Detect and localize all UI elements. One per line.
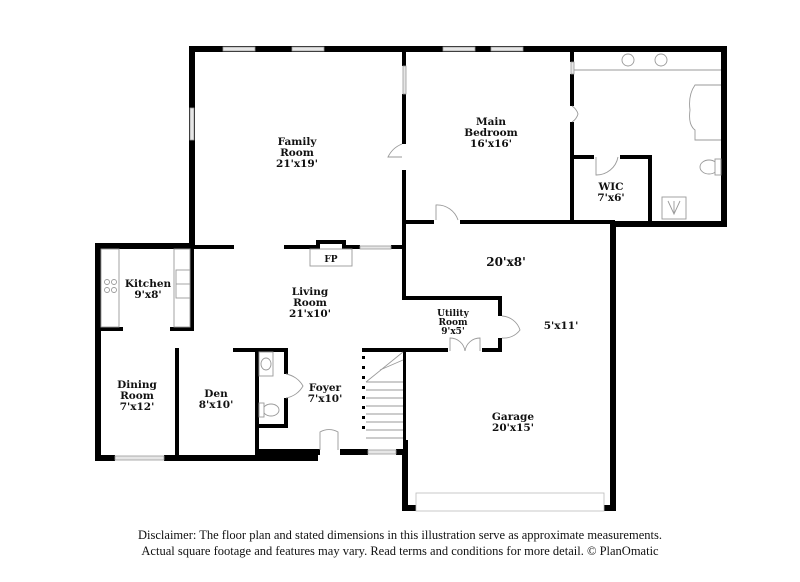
fixtures (100, 53, 722, 449)
wic-label: WIC (597, 181, 623, 193)
svg-text:Bedroom: Bedroom (464, 127, 518, 139)
sink-icon (621, 53, 635, 67)
hall-upper-dims: 20'x8' (486, 255, 526, 269)
toilet-icon (262, 403, 280, 417)
garage-dims: 20'x15' (492, 422, 534, 434)
doors (285, 105, 619, 450)
fireplace-hearth (309, 248, 353, 267)
svg-text:Room: Room (438, 318, 467, 328)
living-room-label: Living (292, 286, 329, 298)
family-room-dims: 21'x19' (276, 158, 318, 170)
utility-room-dims: 9'x5' (441, 327, 464, 337)
garage-label: Garage (492, 411, 534, 423)
wic-dims: 7'x6' (597, 192, 624, 204)
foyer-label: Foyer (309, 382, 342, 394)
kitchen-label: Kitchen (125, 278, 172, 290)
den-dims: 8'x10' (199, 399, 234, 411)
stove-icon (104, 279, 117, 293)
svg-text:Room: Room (120, 390, 154, 402)
kitchen-counter-left (100, 248, 120, 328)
svg-text:Room: Room (280, 147, 314, 159)
utility-room-label: Utility (437, 309, 469, 319)
windows (114, 46, 605, 512)
bathtub-icon (689, 84, 721, 141)
main-bedroom-dims: 16'x16' (470, 138, 512, 150)
family-room-label: Family (278, 136, 318, 148)
staircase (362, 351, 404, 449)
disclaimer-line-1: Disclaimer: The floor plan and stated di… (138, 528, 662, 542)
hall-side-dims: 5'x11' (544, 320, 579, 332)
dining-room-label: Dining (117, 379, 157, 391)
den-label: Den (204, 388, 228, 400)
disclaimer-line-2: Actual square footage and features may v… (141, 544, 659, 558)
fireplace-label: FP (324, 255, 337, 265)
dining-room-dims: 7'x12' (120, 401, 155, 413)
room-labels: Family Room 21'x19' Main Bedroom 16'x16'… (117, 116, 625, 434)
svg-text:Room: Room (293, 297, 327, 309)
kitchen-dims: 9'x8' (134, 289, 161, 301)
sink-icon (654, 53, 668, 67)
foyer-dims: 7'x10' (308, 393, 343, 405)
main-bedroom-label: Main (476, 116, 506, 128)
living-room-dims: 21'x10' (289, 308, 331, 320)
